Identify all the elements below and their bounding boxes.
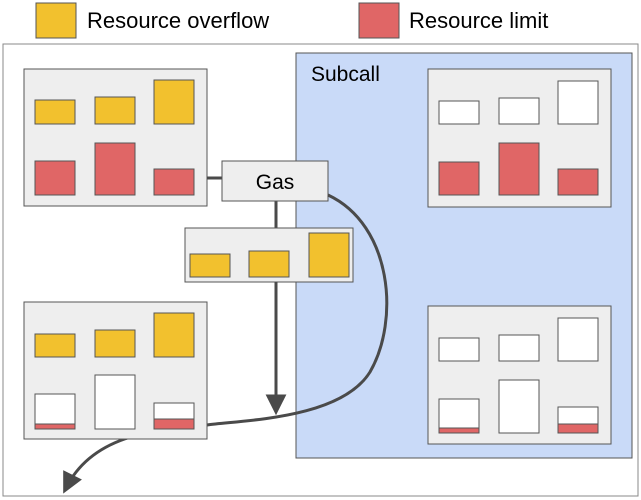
panel-middle [184,227,354,283]
overflow-bar [94,96,136,125]
empty-bar [438,100,480,125]
empty-bar [498,379,540,434]
legend-overflow-label: Resource overflow [87,8,269,33]
panel-top-right [427,68,612,208]
overflow-bar [34,99,76,125]
overflow-bar [308,232,350,278]
limit-bar [94,142,136,196]
overflow-bar [94,329,136,358]
limit-fill [34,423,76,430]
limit-fill [438,427,480,434]
overflow-bar [153,312,195,358]
overflow-bar [248,250,290,278]
partial-bar [438,398,480,434]
legend-limit-swatch [358,2,400,39]
limit-bar [498,142,540,196]
legend-limit-label: Resource limit [409,8,548,33]
legend-overflow-swatch [35,2,77,39]
subcall-label: Subcall [311,63,380,86]
overflow-bar [34,333,76,358]
limit-bar [557,168,599,196]
gas-box: Gas [221,160,329,202]
limit-fill [153,418,195,430]
limit-bar [153,168,195,196]
overflow-bar [189,253,231,278]
empty-bar [557,80,599,125]
limit-bar [438,161,480,196]
empty-bar [438,337,480,362]
limit-fill [557,423,599,434]
gas-label: Gas [256,171,295,194]
panel-bottom-right [427,305,612,445]
empty-bar [498,97,540,125]
overflow-bar [153,79,195,125]
empty-bar [557,317,599,362]
legend: Resource overflow Resource limit [35,2,548,39]
panel-bottom-left [23,301,208,440]
empty-bar [498,334,540,362]
empty-bar [94,374,136,430]
limit-bar [34,160,76,196]
panel-top-left [23,68,208,207]
partial-bar [34,393,76,430]
